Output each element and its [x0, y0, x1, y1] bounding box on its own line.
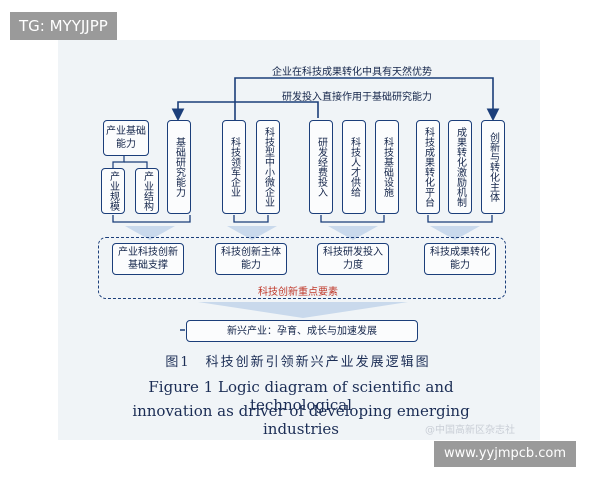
transformation-platform-box: 科技成果转化平台 [416, 120, 440, 214]
industry-foundation-box: 产业基础能力 [103, 120, 149, 156]
caption-zh: 图1 科技创新引领新兴产业发展逻辑图 [165, 355, 431, 370]
bracket-right [427, 215, 493, 223]
top-line-2: 研发投入直接作用于基础研究能力 [282, 92, 432, 103]
bottom-box-3: 科技研发投入力度 [317, 243, 389, 275]
caption-en-line-1: Figure 1 Logic diagram of scientific and… [148, 378, 454, 414]
url-label: www.yyjmpcb.com [434, 441, 577, 467]
industry-connector-2 [124, 161, 148, 168]
sci-tech-sme-box: 科技型中小微企业 [256, 120, 280, 214]
result-box: 新兴产业：孕育、成长与加速发展 [186, 320, 418, 342]
figure-panel [58, 40, 540, 440]
result-chevron [198, 302, 408, 318]
industry-structure-box: 产业结构 [135, 168, 159, 214]
bottom-box-4: 科技成果转化能力 [424, 243, 496, 275]
sci-tech-infra-box: 科技基础设施 [375, 120, 399, 214]
key-elements-region [98, 237, 506, 299]
bottom-box-1: 产业科技创新基础支撑 [112, 243, 184, 275]
down-chevrons [125, 226, 480, 240]
sci-tech-leading-box: 科技领军企业 [222, 120, 246, 214]
innovation-subject-box: 创新与转化主体 [481, 120, 505, 214]
top-arrow-line [234, 77, 500, 122]
bracket-left [112, 215, 191, 223]
top-line-1: 企业在科技成果转化中具有天然优势 [272, 67, 432, 78]
bracket-mid2 [320, 215, 385, 223]
sci-tech-talent-box: 科技人才供给 [342, 120, 366, 214]
industry-connector [112, 156, 125, 168]
industry-scale-box: 产业规模 [101, 168, 125, 214]
caption-en-line-2: innovation as driver of developing emerg… [132, 402, 470, 438]
bracket-mid1 [233, 215, 269, 223]
key-elements-label: 科技创新重点要素 [258, 287, 338, 298]
basic-research-box: 基础研究能力 [167, 120, 191, 214]
rd-funding-box: 研发经费投入 [309, 120, 333, 214]
watermark-text: @中国高新区杂志社 [425, 425, 515, 436]
tag-label: TG: MYYJJPP [10, 12, 117, 40]
second-arrow-line [171, 101, 319, 122]
incentive-mechanism-box: 成果转化激励机制 [448, 120, 472, 214]
bottom-box-2: 科技创新主体能力 [215, 243, 287, 275]
